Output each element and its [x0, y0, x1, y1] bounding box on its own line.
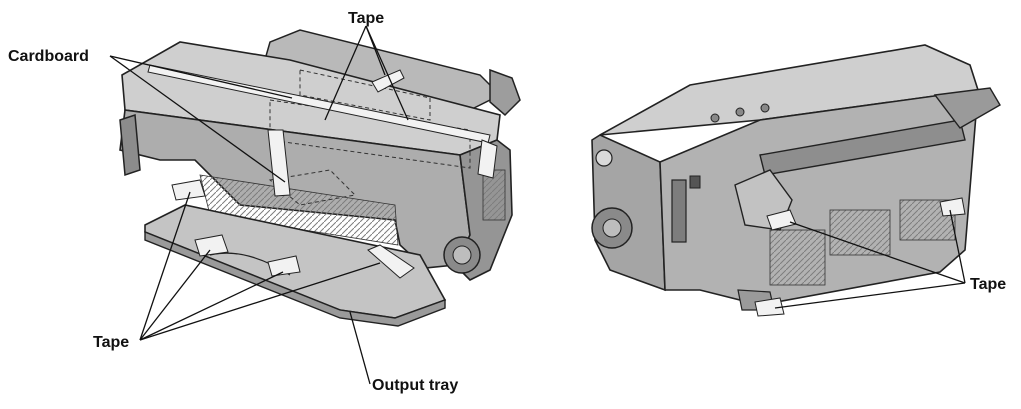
printer-rear-view	[591, 44, 1001, 317]
label-tape-right: Tape	[970, 276, 1007, 293]
printer-front-view	[119, 29, 521, 327]
leader-lines-left	[109, 25, 409, 385]
label-output-tray: Output tray	[372, 377, 459, 394]
label-tape-left: Tape	[93, 334, 130, 351]
label-tape-top: Tape	[348, 10, 385, 27]
label-cardboard: Cardboard	[8, 48, 89, 65]
leader-lines-right	[774, 209, 966, 309]
